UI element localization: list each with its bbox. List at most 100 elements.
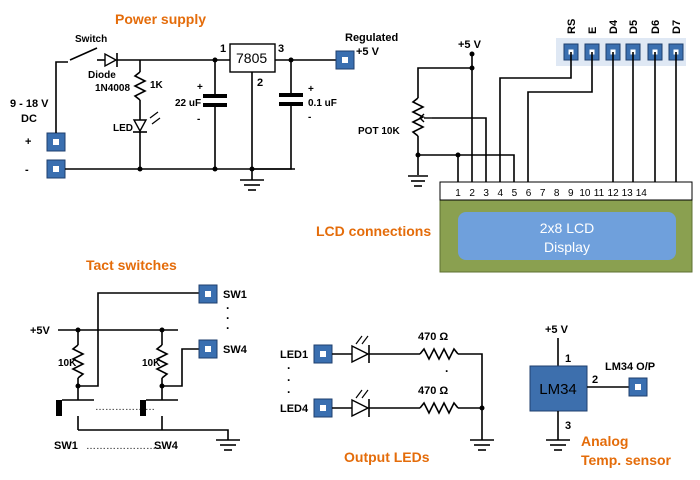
sw1-output-label: SW1 bbox=[223, 289, 247, 301]
lcd-pin-number: 3 bbox=[483, 188, 489, 199]
led4-label: LED4 bbox=[280, 403, 309, 415]
lcd-pin-number: 4 bbox=[498, 188, 504, 199]
input-dc-label: DC bbox=[21, 113, 37, 125]
lcd-pin-number: 8 bbox=[554, 188, 560, 199]
sensor-vcc-label: +5 V bbox=[545, 324, 569, 336]
switch-resistor-1 bbox=[71, 344, 85, 379]
lcd-display-line2: Display bbox=[544, 239, 590, 255]
lm34-output-terminal bbox=[628, 377, 648, 397]
lcd-header-label: D6 bbox=[650, 20, 662, 34]
lm34-chip bbox=[529, 365, 588, 412]
sw1-output-terminal bbox=[198, 284, 218, 304]
svg-text:2: 2 bbox=[592, 374, 598, 386]
rs-wire bbox=[499, 52, 572, 185]
pot-10k bbox=[411, 97, 425, 137]
svg-text:-: - bbox=[308, 112, 311, 123]
lcd-pin-number: 12 bbox=[608, 188, 620, 199]
sw1-signal-wire bbox=[78, 292, 200, 387]
lcd-ground-bus bbox=[418, 154, 515, 185]
svg-text:-: - bbox=[197, 114, 200, 125]
switch-ground-wire bbox=[78, 429, 229, 440]
lcd-header-label: D4 bbox=[608, 19, 620, 34]
lcd-pin-number: 14 bbox=[636, 188, 648, 199]
sensor-ground-symbol bbox=[546, 439, 570, 451]
switch-label: Switch bbox=[75, 34, 107, 45]
lcd-pin-number: 1 bbox=[455, 188, 461, 199]
svg-text:10K: 10K bbox=[58, 358, 77, 369]
power-led-symbol bbox=[132, 111, 161, 133]
input-plus-label: + bbox=[25, 136, 31, 148]
svg-text:+: + bbox=[308, 84, 314, 95]
output-leds-title: Output LEDs bbox=[344, 449, 430, 465]
diode-part-label: 1N4008 bbox=[95, 83, 130, 94]
svg-text:3: 3 bbox=[565, 420, 571, 432]
lcd-pin-number: 2 bbox=[469, 188, 475, 199]
power-supply-title: Power supply bbox=[115, 11, 206, 27]
svg-text:·: · bbox=[226, 301, 230, 315]
lcd-display-line1: 2x8 LCD bbox=[540, 220, 594, 236]
lcd-connections-title: LCD connections bbox=[316, 223, 431, 239]
sw4-signal-wire bbox=[162, 348, 200, 387]
lm34-chip-label: LM34 bbox=[539, 381, 577, 398]
switch-ground-symbol bbox=[216, 439, 240, 451]
led4-terminal bbox=[313, 398, 333, 418]
power-led-label: LED bbox=[113, 123, 133, 134]
svg-text:10K: 10K bbox=[142, 358, 161, 369]
resistor-1k bbox=[133, 71, 147, 101]
sw4-output-terminal bbox=[198, 339, 218, 359]
regulated-voltage-label: +5 V bbox=[356, 46, 380, 58]
lcd-pin-number: 10 bbox=[579, 188, 591, 199]
cap-22uf-plate-top bbox=[203, 94, 227, 98]
sw4-output-label: SW4 bbox=[223, 344, 248, 356]
regulator-label: 7805 bbox=[236, 50, 267, 66]
cap-22uf-plate-bottom bbox=[203, 103, 227, 107]
analog-title-line2: Temp. sensor bbox=[581, 452, 672, 468]
svg-text:2: 2 bbox=[257, 77, 263, 89]
svg-text:·: · bbox=[226, 311, 230, 325]
cap-01uf-label: 0.1 uF bbox=[308, 98, 337, 109]
switch-bottom-sw1: SW1 bbox=[54, 440, 78, 452]
diode-symbol bbox=[104, 52, 118, 68]
svg-text:·: · bbox=[226, 321, 230, 335]
lcd-header-label: E bbox=[587, 27, 599, 34]
lcd-pin-number: 7 bbox=[540, 188, 546, 199]
regulated-label: Regulated bbox=[345, 32, 398, 44]
lcd-ground-symbol bbox=[408, 175, 428, 187]
svg-text:·: · bbox=[287, 385, 291, 399]
tact-switches-title: Tact switches bbox=[86, 257, 177, 273]
switch-middle-dots: ……………… bbox=[95, 402, 155, 413]
resistor-1k-label: 1K bbox=[150, 80, 164, 91]
cap-01uf-plate-bottom bbox=[279, 102, 303, 106]
led-resistor-1-label: 470 Ω bbox=[418, 331, 448, 343]
cap-01uf-plate-top bbox=[279, 93, 303, 97]
svg-text:+: + bbox=[197, 82, 203, 93]
svg-text:……………………: …………………… bbox=[86, 441, 166, 452]
input-minus-label: - bbox=[25, 164, 29, 176]
switch-bottom-sw4: SW4 bbox=[154, 440, 179, 452]
plus-wire bbox=[55, 61, 68, 133]
svg-text:·: · bbox=[287, 373, 291, 387]
diode-label: Diode bbox=[88, 70, 116, 81]
lcd-pin-number: 6 bbox=[526, 188, 532, 199]
dc-input-terminal-minus bbox=[46, 159, 66, 179]
tact-switch-1 bbox=[56, 390, 94, 430]
lcd-screen bbox=[458, 212, 676, 260]
lcd-pin-strip bbox=[439, 181, 693, 201]
lcd-pin-number: 5 bbox=[512, 188, 518, 199]
led-resistor-1 bbox=[419, 347, 459, 361]
svg-text:1: 1 bbox=[565, 353, 571, 365]
lcd-vcc-label: +5 V bbox=[458, 39, 482, 51]
lcd-pin-number: 13 bbox=[622, 188, 634, 199]
lcd-header-label: D5 bbox=[628, 20, 640, 34]
lcd-header-label: RS bbox=[566, 19, 578, 34]
led1-label: LED1 bbox=[280, 349, 308, 361]
output-led-4 bbox=[351, 389, 370, 418]
lcd-pin-number: 9 bbox=[568, 188, 574, 199]
power-ground-symbol bbox=[240, 169, 264, 191]
regulated-output-terminal bbox=[335, 50, 355, 70]
svg-text:1: 1 bbox=[220, 43, 226, 55]
pot-label: POT 10K bbox=[358, 126, 400, 137]
analog-title-line1: Analog bbox=[581, 433, 628, 449]
svg-text:·: · bbox=[287, 361, 291, 375]
